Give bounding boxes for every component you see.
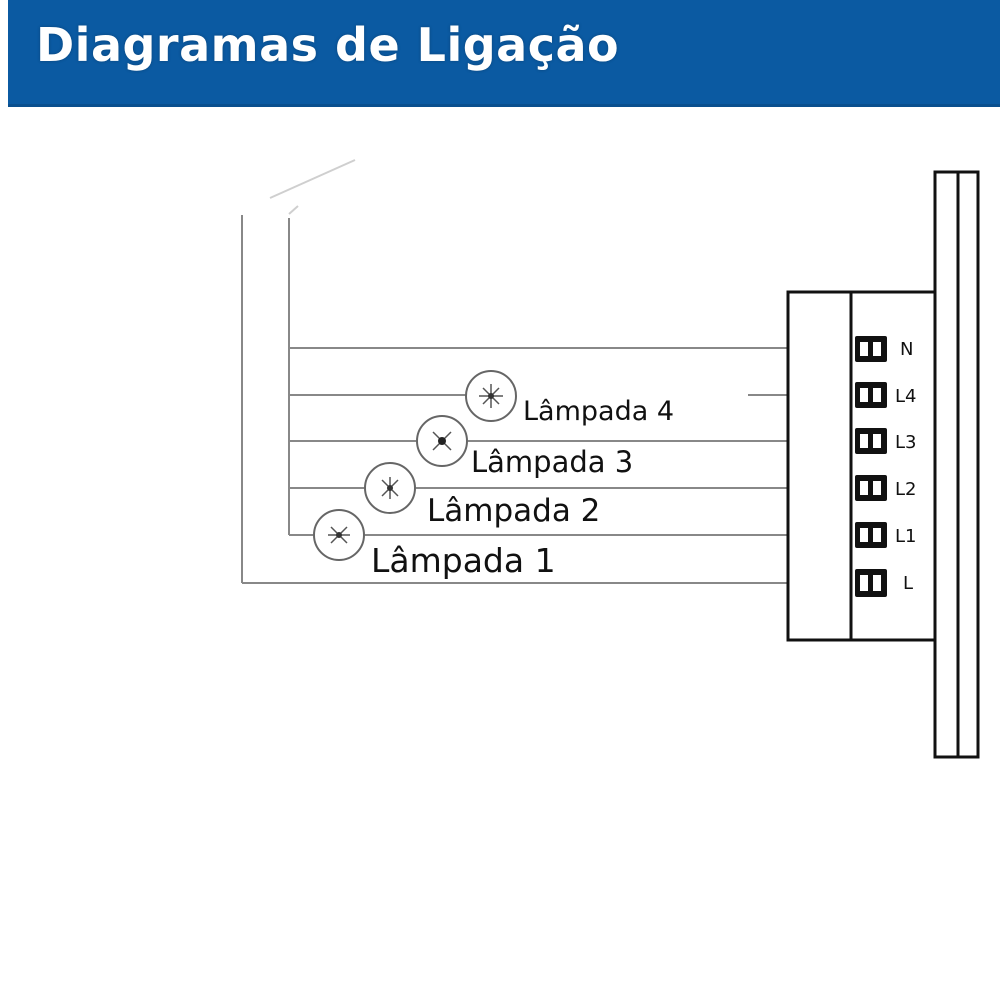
terminal-block-l1: [855, 522, 887, 548]
terminal-block-l: [855, 569, 887, 597]
lamp-2-icon: [364, 462, 416, 514]
lamp-4-label: Lâmpada 4: [523, 396, 674, 427]
switch-faceplate: [933, 170, 960, 759]
terminal-block-l4: [855, 382, 887, 408]
lamp-4-icon: [465, 370, 517, 422]
header-banner: Diagramas de Ligação: [8, 0, 1000, 107]
terminal-label-n: N: [900, 339, 913, 360]
switch-faceplate-front: [956, 170, 980, 759]
terminal-label-l: L: [903, 573, 913, 594]
terminal-label-l2: L2: [895, 479, 916, 500]
terminal-block-l2: [855, 475, 887, 501]
lamp-1-icon: [313, 509, 365, 561]
page-title: Diagramas de Ligação: [36, 18, 620, 72]
supply-wires: [241, 159, 356, 583]
terminal-label-l1: L1: [895, 526, 916, 547]
cable-break-mark: [269, 159, 356, 199]
lamp-3-icon: [416, 415, 468, 467]
terminal-label-l3: L3: [895, 432, 916, 453]
lamp-1-label: Lâmpada 1: [371, 541, 556, 580]
terminal-block-l3: [855, 428, 887, 454]
switch-body: [786, 170, 980, 759]
terminal-block-n: [855, 336, 887, 362]
terminal-blocks: [855, 336, 887, 597]
cable-break-mark-2: [288, 205, 299, 215]
terminal-label-l4: L4: [895, 386, 916, 407]
lamp-3-label: Lâmpada 3: [471, 445, 633, 479]
lamp-2-label: Lâmpada 2: [427, 493, 600, 529]
